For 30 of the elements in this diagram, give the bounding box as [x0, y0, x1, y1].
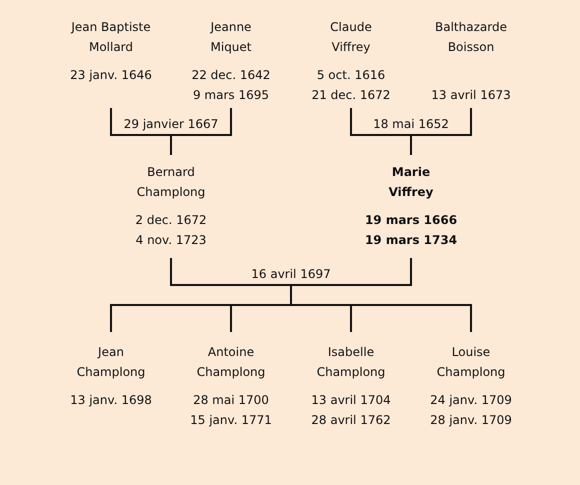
- family-tree-connector: [290, 258, 472, 332]
- person-name: Bernard Champlong: [136, 164, 206, 201]
- life-date: 28 mai 1700: [193, 392, 269, 409]
- life-date: 21 dec. 1672: [312, 87, 390, 104]
- family-tree-connector: [170, 108, 232, 155]
- person-name: Louise Champlong: [436, 344, 506, 381]
- life-date: 24 janv. 1709: [430, 392, 512, 409]
- person-name: Balthazarde Boisson: [435, 19, 507, 56]
- person-name: Jean Champlong: [76, 344, 146, 381]
- life-date: 4 nov. 1723: [136, 232, 206, 249]
- life-date: 28 avril 1762: [311, 412, 391, 429]
- person-name: Antoine Champlong: [196, 344, 266, 381]
- person-name: Marie Viffrey: [388, 164, 434, 201]
- person-name: Jeanne Miquet: [210, 19, 252, 56]
- life-date: 19 mars 1734: [364, 232, 458, 249]
- life-date: 28 janv. 1709: [430, 412, 512, 429]
- life-date: 5 oct. 1616: [316, 67, 386, 84]
- family-tree-connector: [410, 108, 472, 155]
- life-date: 13 janv. 1698: [70, 392, 152, 409]
- life-date: 22 dec. 1642: [192, 67, 270, 84]
- life-date: 23 janv. 1646: [70, 67, 152, 84]
- person-name: Claude Viffrey: [330, 19, 372, 56]
- life-date: 2 dec. 1672: [135, 212, 207, 229]
- person-name: Isabelle Champlong: [316, 344, 386, 381]
- person-name: Jean Baptiste Mollard: [70, 19, 152, 56]
- life-date: 13 avril 1673: [431, 87, 511, 104]
- life-date: 13 avril 1704: [311, 392, 391, 409]
- life-date: 19 mars 1666: [364, 212, 458, 229]
- life-date: 9 mars 1695: [192, 87, 269, 104]
- life-date: 15 janv. 1771: [190, 412, 272, 429]
